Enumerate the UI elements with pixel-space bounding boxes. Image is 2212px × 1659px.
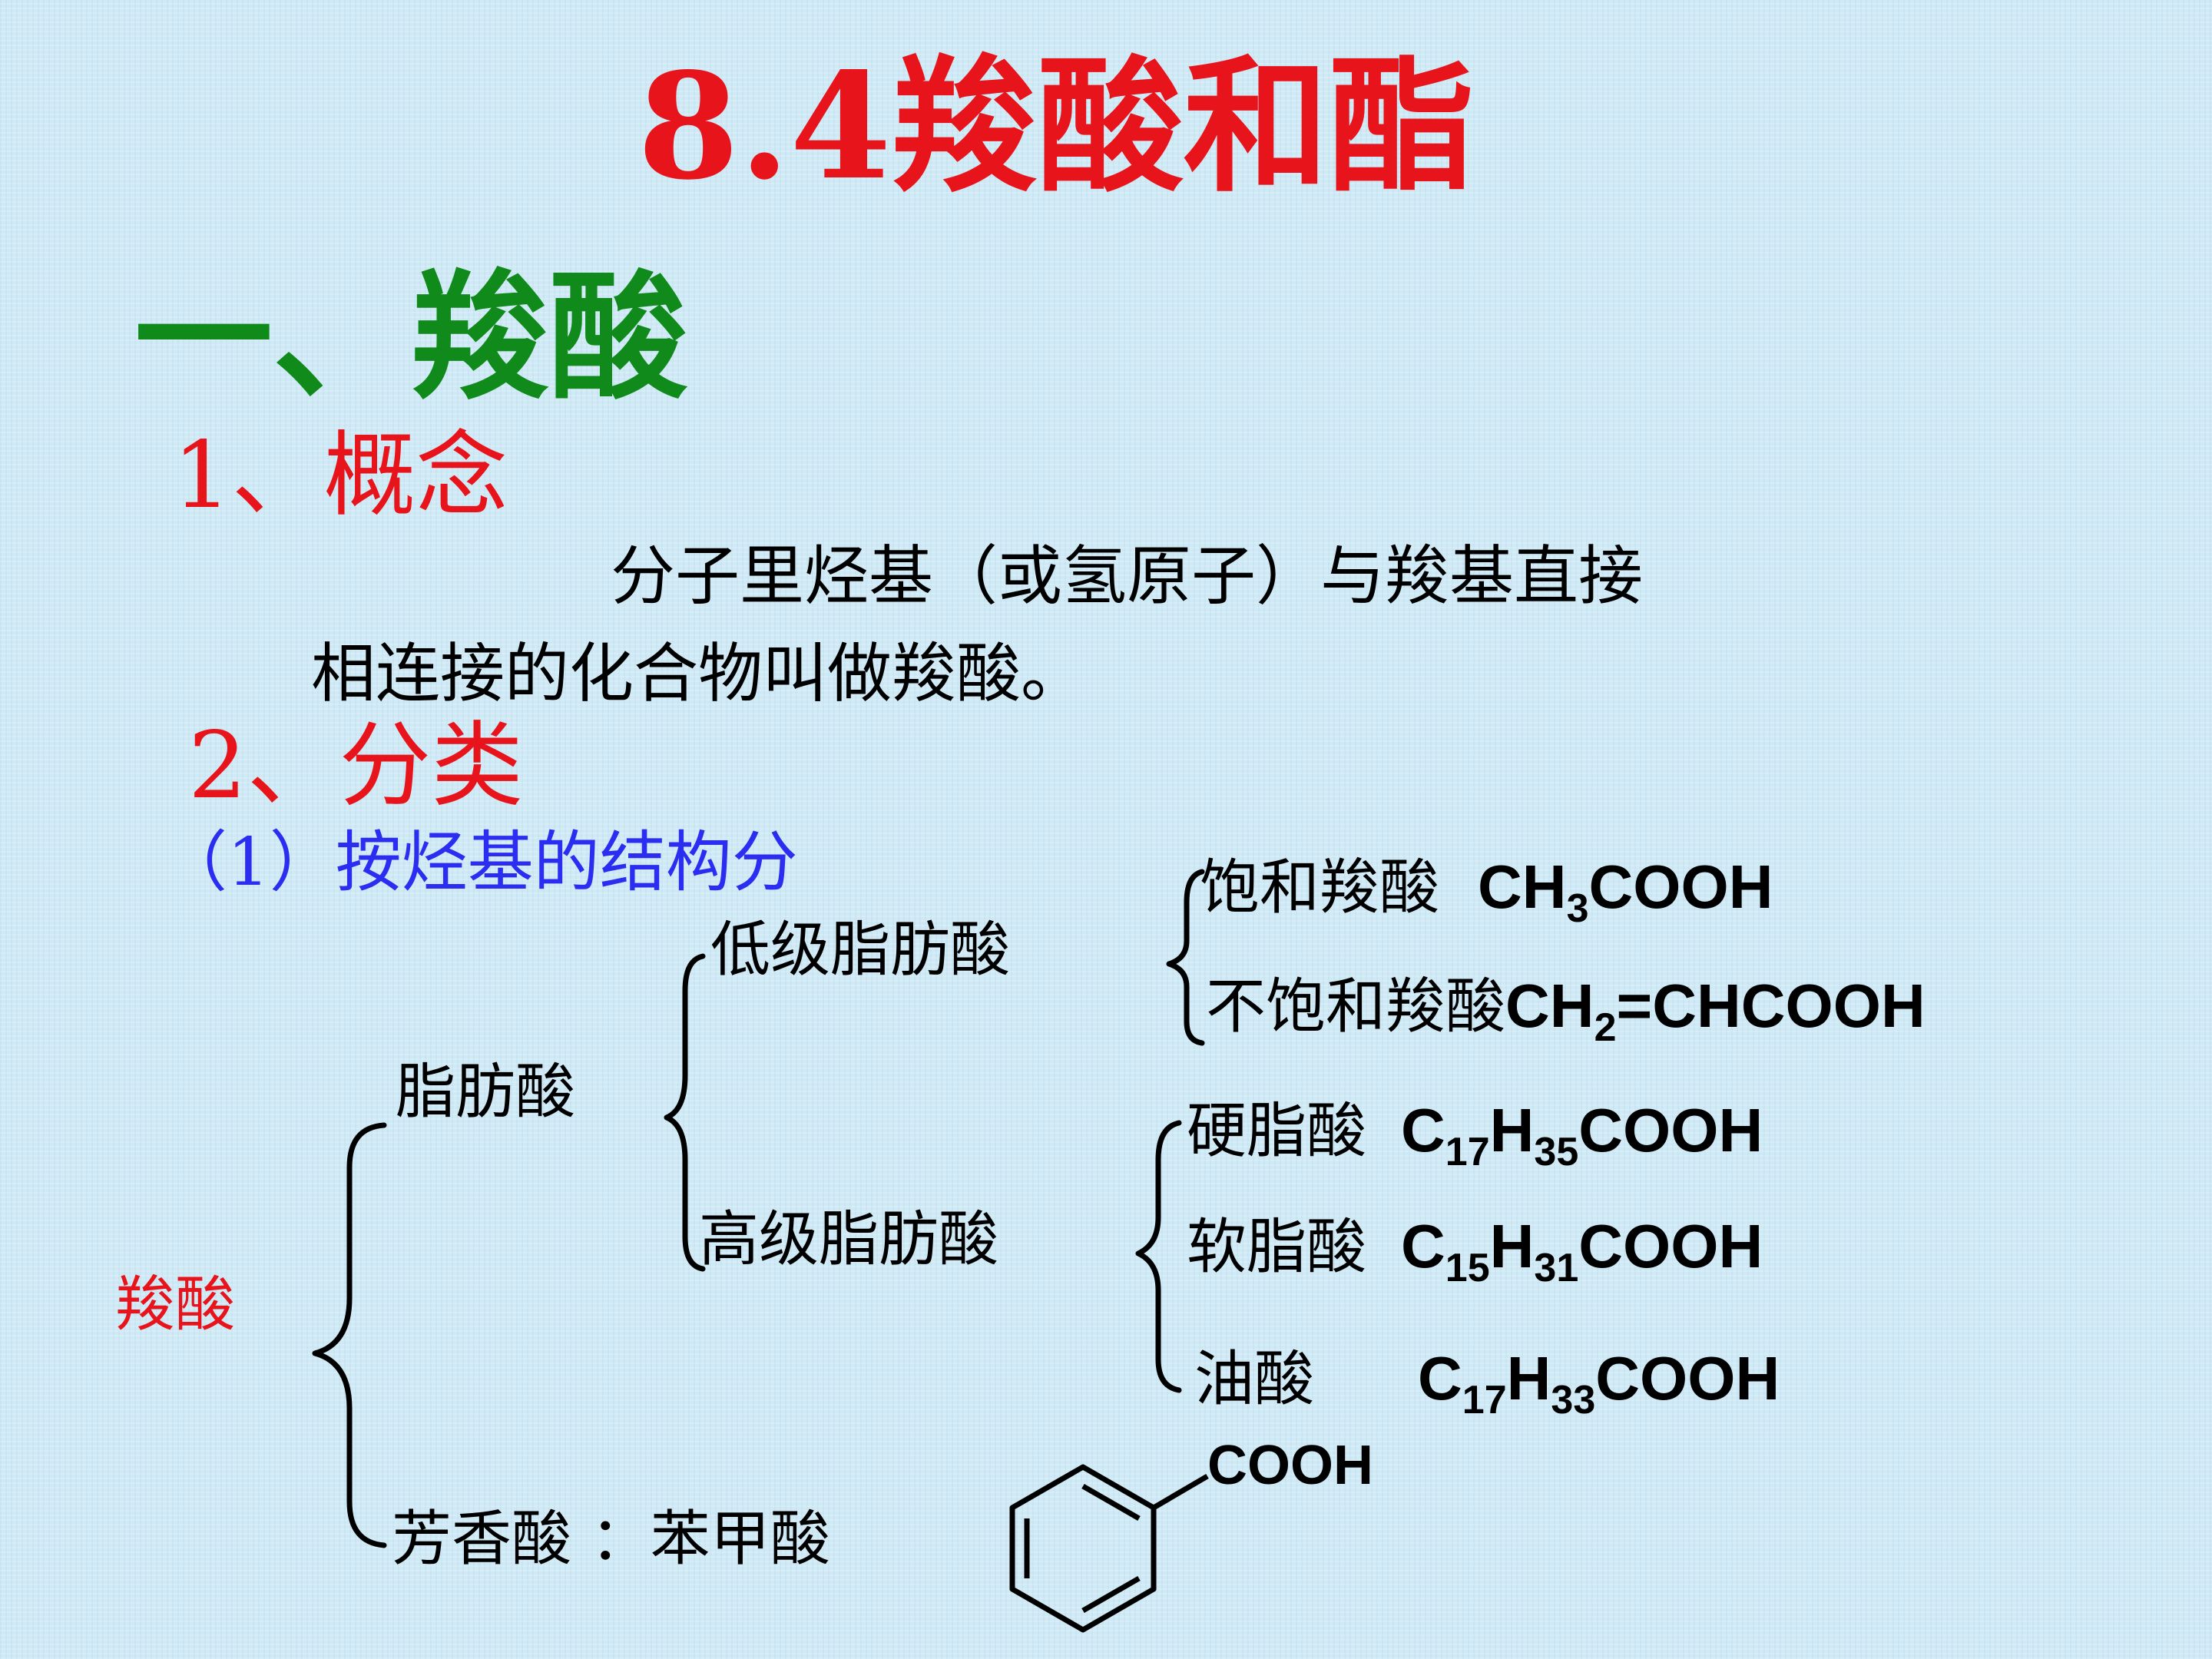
stearic-formula: C17H35COOH (1401, 1096, 1763, 1174)
palmitic-formula: C15H31COOH (1401, 1212, 1763, 1290)
tree-leaf-saturated: 饱和羧酸 CH3COOH (1200, 853, 1773, 931)
benzene-ring-icon (1009, 1464, 1209, 1633)
benzoic-cooh-label: COOH (1207, 1435, 1373, 1496)
oleic-formula: C17H33COOH (1418, 1344, 1780, 1422)
concept-text-line1: 分子里烃基（或氢原子）与羧基直接 (611, 538, 1644, 614)
concept-heading: 1、概念 (173, 422, 508, 529)
brace-root (312, 1122, 387, 1548)
tree-root-carboxylic-acid: 羧酸 (115, 1270, 236, 1339)
brace-lower (1166, 869, 1205, 1046)
classification-subheading: （1）按烃基的结构分 (161, 824, 798, 901)
unsaturated-formula: CH2=CHCOOH (1505, 972, 1926, 1050)
oleic-label: 油酸 (1194, 1345, 1315, 1414)
brace-aliphatic (664, 953, 706, 1272)
brace-higher (1135, 1120, 1182, 1393)
section-heading: 一、羧酸 (134, 257, 688, 419)
palmitic-label: 软脂酸 (1187, 1213, 1367, 1282)
classification-heading: 2、分类 (188, 713, 524, 820)
concept-text-line2: 相连接的化合物叫做羧酸。 (311, 636, 1086, 711)
saturated-formula: CH3COOH (1478, 853, 1773, 931)
tree-node-aromatic: 芳香酸 ：苯甲酸 (392, 1505, 830, 1574)
tree-leaf-unsaturated: 不饱和羧酸CH2=CHCOOH (1206, 972, 1926, 1050)
unsaturated-label: 不饱和羧酸 (1206, 972, 1506, 1041)
saturated-label: 饱和羧酸 (1200, 853, 1440, 922)
tree-node-aliphatic: 脂肪酸 (396, 1058, 576, 1127)
tree-node-lower-aliphatic: 低级脂肪酸 (710, 916, 1011, 985)
page-title: 8.4羧酸和酯 (637, 41, 1475, 212)
stearic-label: 硬脂酸 (1187, 1097, 1367, 1166)
tree-node-higher-aliphatic: 高级脂肪酸 (699, 1205, 999, 1274)
